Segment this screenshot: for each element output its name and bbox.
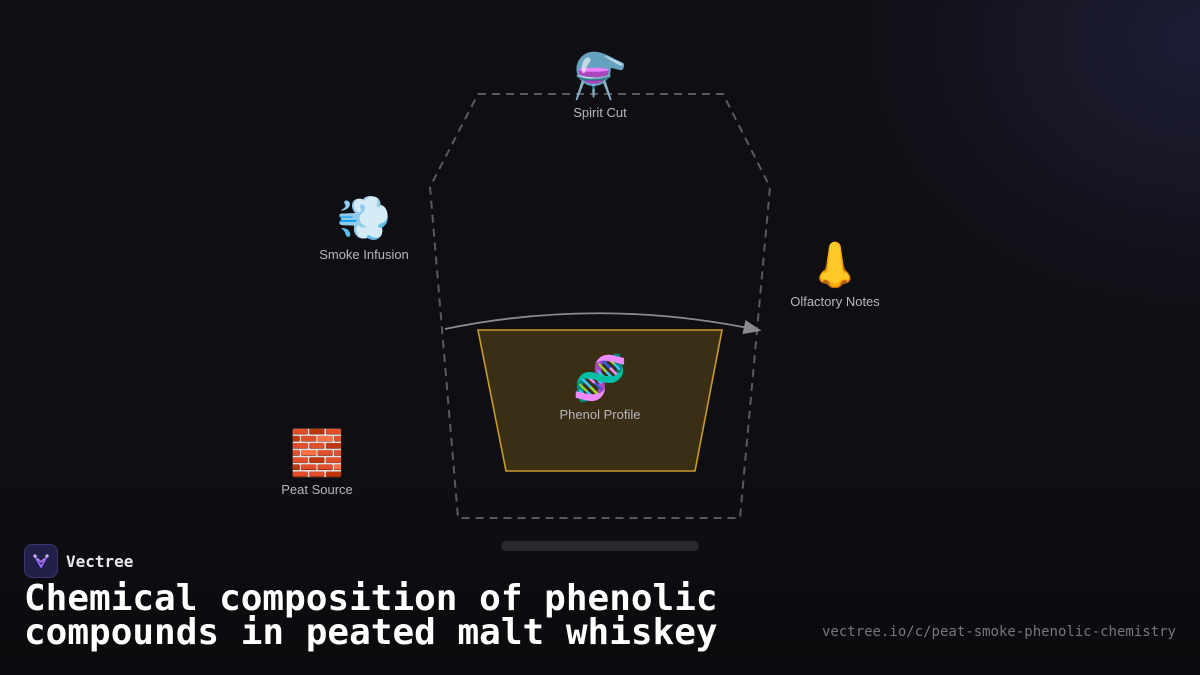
node-peat-source: 🧱 Peat Source [237, 428, 397, 498]
node-label: Spirit Cut [573, 105, 627, 120]
nose-icon: 👃 [807, 240, 863, 291]
brick-icon: 🧱 [289, 428, 345, 479]
node-smoke-infusion: 💨 Smoke Infusion [284, 193, 444, 263]
node-olfactory-notes: 👃 Olfactory Notes [755, 240, 915, 310]
glass-base [501, 541, 699, 551]
flow-arrow [444, 312, 762, 335]
vectree-logo-icon [24, 544, 58, 578]
liquid-fill [477, 329, 723, 472]
glass-outline [428, 93, 772, 519]
node-label: Peat Source [281, 482, 353, 497]
page-title: Chemical composition of phenolic compoun… [24, 578, 718, 653]
node-label: Smoke Infusion [319, 247, 409, 262]
node-spirit-cut: ⚗️ Spirit Cut [520, 51, 680, 121]
source-url: vectree.io/c/peat-smoke-phenolic-chemist… [821, 624, 1176, 640]
node-phenol-profile: 🧬 Phenol Profile [520, 353, 680, 423]
node-label: Phenol Profile [559, 407, 641, 422]
brand-name: Vectree [66, 551, 134, 571]
alembic-icon: ⚗️ [572, 51, 628, 102]
dna-icon: 🧬 [572, 353, 628, 404]
brand: Vectree [24, 544, 133, 578]
smoke-puff-icon: 💨 [336, 193, 392, 244]
node-label: Olfactory Notes [790, 294, 880, 309]
